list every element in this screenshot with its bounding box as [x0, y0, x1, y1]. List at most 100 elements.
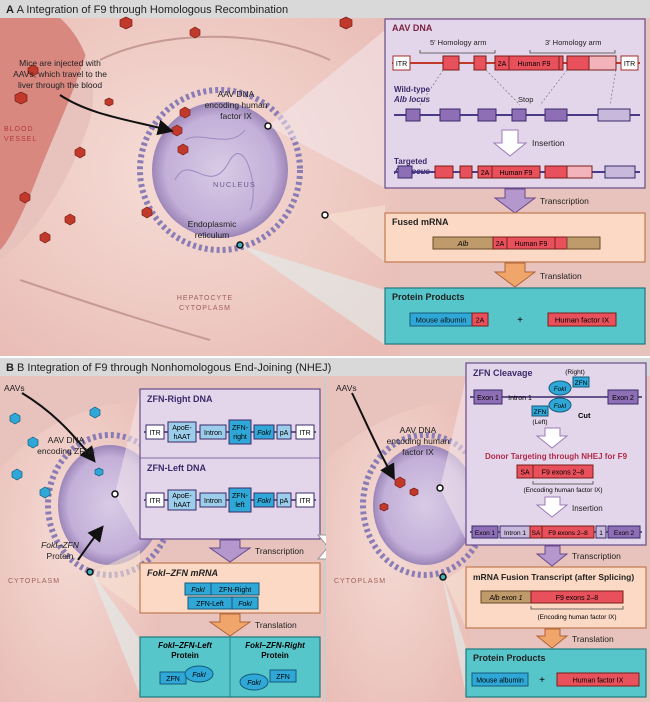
- cleavage-left-label: (Left): [532, 419, 547, 426]
- svg-text:ApoE-: ApoE-: [172, 493, 192, 500]
- fusion-f9-exons: F9 exons 2–8: [556, 595, 599, 602]
- foki-protein-label: FokI–ZFN: [41, 540, 80, 550]
- fused-mrna-title: Fused mRNA: [392, 217, 449, 227]
- hepatocyte-label-2: CYTOPLASM: [179, 305, 231, 312]
- transcription-label: Transcription: [540, 196, 589, 206]
- mrna-alb: Alb: [457, 239, 469, 248]
- blood-vessel-label: BLOOD: [4, 126, 34, 133]
- svg-text:hAAT: hAAT: [174, 502, 192, 509]
- aav-zfn-label: AAV DNA: [48, 435, 85, 445]
- foki-arrow: [77, 525, 104, 561]
- targeted-label: Targeted: [394, 157, 427, 166]
- donor-sa: SA: [520, 470, 530, 477]
- seg-f9: Human F9: [518, 61, 551, 68]
- donor-arrow: [535, 427, 569, 449]
- wt-label: Wild-type: [394, 85, 430, 94]
- aav-f9-particles: [379, 476, 419, 512]
- seg-f9-targeted: Human F9: [500, 170, 533, 177]
- cleavage-zfn-top: ZFN: [575, 380, 588, 387]
- transcription-arrow: [493, 188, 537, 214]
- mrna-zfn-right: ZFN-Right: [219, 587, 251, 594]
- zfn-dna-box: [139, 388, 321, 540]
- svg-text:Mice are injected with: Mice are injected with: [19, 58, 101, 68]
- protein-2a: 2A: [476, 318, 485, 325]
- insertion-arrow-b: [535, 496, 569, 518]
- svg-text:Intron 1: Intron 1: [504, 530, 526, 537]
- seg-2a-targeted: 2A: [481, 170, 490, 177]
- protein-factor-ix-b: Human factor IX: [573, 678, 624, 685]
- protein-left-title: FokI–ZFN-Left: [158, 641, 212, 650]
- blood-vessel-label-2: VESSEL: [4, 136, 37, 143]
- callout-dot: [321, 211, 329, 219]
- aavs-label-left: AAVs: [4, 383, 25, 393]
- zfn-left-construct: ITR ApoE-hAAT Intron ZFN-left FokI pA IT…: [145, 487, 315, 513]
- donor-encoding: (Encoding human factor IX): [523, 487, 602, 494]
- callout-dot-b: [111, 490, 119, 498]
- cytoplasm-label-left: CYTOPLASM: [8, 578, 60, 585]
- plus-sign-b: +: [539, 675, 545, 686]
- panel-b-header: B B Integration of F9 through Nonhomolog…: [6, 362, 331, 374]
- svg-text:Intron: Intron: [204, 498, 222, 505]
- blood-vessel: [0, 18, 95, 250]
- cleavage-cut: Cut: [578, 411, 591, 420]
- donor-title: Donor Targeting through NHEJ for F9: [485, 452, 628, 461]
- aav-f9-label: AAV DNA: [400, 425, 437, 435]
- translation-arrow: [493, 262, 537, 288]
- translation-label: Translation: [540, 271, 582, 281]
- injection-arrow: [59, 94, 174, 136]
- nucleus-label: NUCLEUS: [213, 180, 256, 189]
- arm3-label: 3' Homology arm: [545, 38, 601, 47]
- cleavage-exon1: Exon 1: [477, 395, 499, 402]
- panel-a-header: A A Integration of F9 through Homologous…: [6, 4, 288, 16]
- fusion-encoding: (Encoding human factor IX): [537, 614, 616, 621]
- svg-text:hAAT: hAAT: [174, 434, 192, 441]
- protein-left-zfn: ZFN: [166, 676, 180, 683]
- protein-albumin: Mouse albumin: [416, 316, 467, 325]
- zfn-right-construct: ITR ApoE-hAAT Intron ZFN-right FokI pA I…: [145, 419, 315, 445]
- er-label-2: reticulum: [195, 230, 229, 240]
- svg-text:AAV DNA: AAV DNA: [218, 89, 255, 99]
- svg-text:AAVs, which travel to the: AAVs, which travel to the: [13, 69, 107, 79]
- transcription-arrow-b2: [535, 545, 569, 567]
- callout-wedge-protein: [240, 245, 385, 345]
- translation-label-b: Translation: [255, 620, 297, 630]
- foki-mrna-title: FokI–ZFN mRNA: [147, 568, 218, 578]
- mice-note: Mice are injected with AAVs, which trave…: [13, 58, 107, 90]
- protein-albumin-b: Mouse albumin: [476, 678, 524, 685]
- fusion-alb-exon: Alb exon 1: [488, 595, 522, 602]
- protein-right-foki: FokI: [247, 680, 261, 687]
- aav-zfn-label-2: encoding ZFNs: [37, 446, 95, 456]
- insertion-label-b: Insertion: [572, 504, 603, 513]
- zfn-left-title: ZFN-Left DNA: [147, 463, 206, 473]
- translation-arrow-b: [208, 613, 252, 637]
- plus-sign: +: [517, 315, 523, 326]
- cleavage-foki-top: FokI: [554, 386, 567, 393]
- mrna-2a: 2A: [496, 241, 505, 248]
- aav-dna-box: [384, 18, 646, 189]
- mrna-foki-1: FokI: [191, 587, 205, 594]
- callout-wedge-aav: [268, 30, 385, 188]
- final-construct: Exon 1 Intron 1 SA F9 exons 2–8 1 Exon 2: [471, 525, 641, 539]
- svg-text:pA: pA: [280, 498, 289, 505]
- itr-right: ITR: [624, 61, 635, 68]
- cleavage-title: ZFN Cleavage: [473, 368, 533, 378]
- svg-text:factor IX: factor IX: [220, 111, 252, 121]
- cytoplasm-label-right: CYTOPLASM: [334, 578, 386, 585]
- fusion-mrna-title: mRNA Fusion Transcript (after Splicing): [473, 572, 634, 582]
- protein-left-foki: FokI: [192, 672, 206, 679]
- translation-arrow-b2: [535, 628, 569, 649]
- svg-text:ITR: ITR: [149, 498, 160, 505]
- protein-right-title-2: Protein: [261, 651, 289, 660]
- svg-text:ZFN-: ZFN-: [232, 425, 249, 432]
- protein-products-title-b: Protein Products: [473, 653, 546, 663]
- svg-text:FokI: FokI: [257, 430, 271, 437]
- svg-text:Intron: Intron: [204, 430, 222, 437]
- svg-text:SA: SA: [532, 530, 541, 537]
- insertion-label: Insertion: [532, 138, 565, 148]
- svg-text:FokI: FokI: [257, 498, 271, 505]
- transcription-arrow-b: [208, 539, 252, 563]
- svg-text:ZFN-: ZFN-: [232, 493, 249, 500]
- callout-dot-b2: [436, 484, 444, 492]
- svg-text:ITR: ITR: [149, 430, 160, 437]
